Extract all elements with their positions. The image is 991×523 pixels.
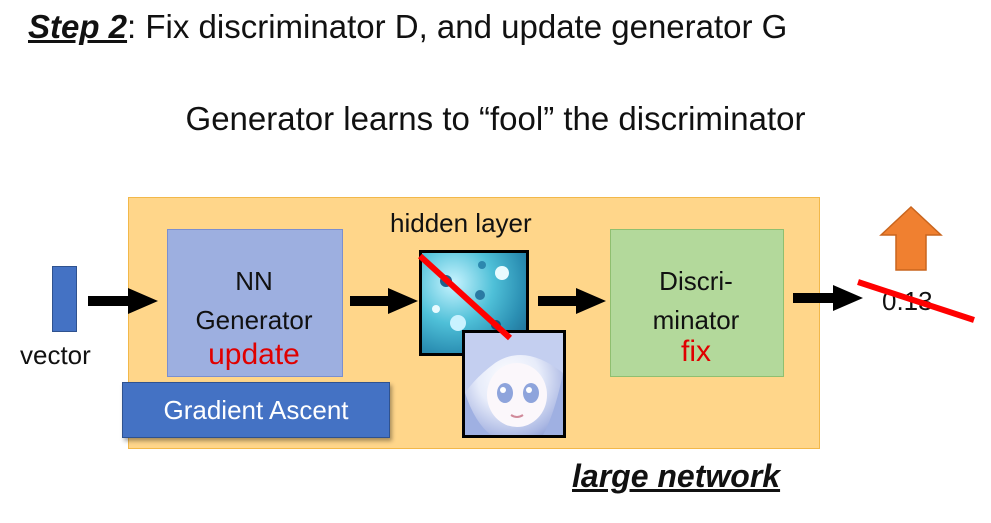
input-vector bbox=[52, 266, 77, 332]
anime-face-drawing bbox=[465, 333, 563, 435]
noisy-image-texture bbox=[432, 261, 509, 331]
strike-line-icon bbox=[857, 279, 975, 323]
generator-label: NN Generator bbox=[167, 262, 341, 340]
step-label: Step 2 bbox=[28, 8, 128, 45]
slide-title: Step 2: Fix discriminator D, and update … bbox=[28, 8, 787, 46]
title-text: : Fix discriminator D, and update genera… bbox=[127, 8, 788, 45]
discriminator-line2: minator bbox=[652, 305, 740, 335]
discriminator-label: Discri- minator bbox=[610, 262, 782, 340]
generator-status: update bbox=[208, 338, 300, 371]
right-arrow-icon bbox=[793, 285, 863, 311]
gradient-ascent-label: Gradient Ascent bbox=[163, 394, 349, 425]
strike-line-icon bbox=[417, 253, 513, 341]
discriminator-line1: Discri- bbox=[659, 266, 733, 296]
hidden-layer-label: hidden layer bbox=[390, 208, 532, 238]
right-arrow-icon bbox=[350, 288, 418, 314]
vector-label: vector bbox=[20, 340, 91, 370]
anime-face-image bbox=[462, 330, 566, 438]
large-network-label: large network bbox=[572, 458, 781, 494]
generator-line2: Generator bbox=[195, 305, 313, 335]
discriminator-status: fix bbox=[681, 335, 711, 368]
generator-line1: NN bbox=[235, 266, 273, 296]
generator-box bbox=[167, 229, 343, 377]
gradient-ascent-button[interactable]: Gradient Ascent bbox=[122, 382, 390, 438]
right-arrow-icon bbox=[538, 288, 606, 314]
subtitle: Generator learns to “fool” the discrimin… bbox=[185, 100, 806, 137]
up-arrow-icon bbox=[879, 205, 943, 271]
right-arrow-icon bbox=[88, 288, 158, 314]
discriminator-box bbox=[610, 229, 784, 377]
